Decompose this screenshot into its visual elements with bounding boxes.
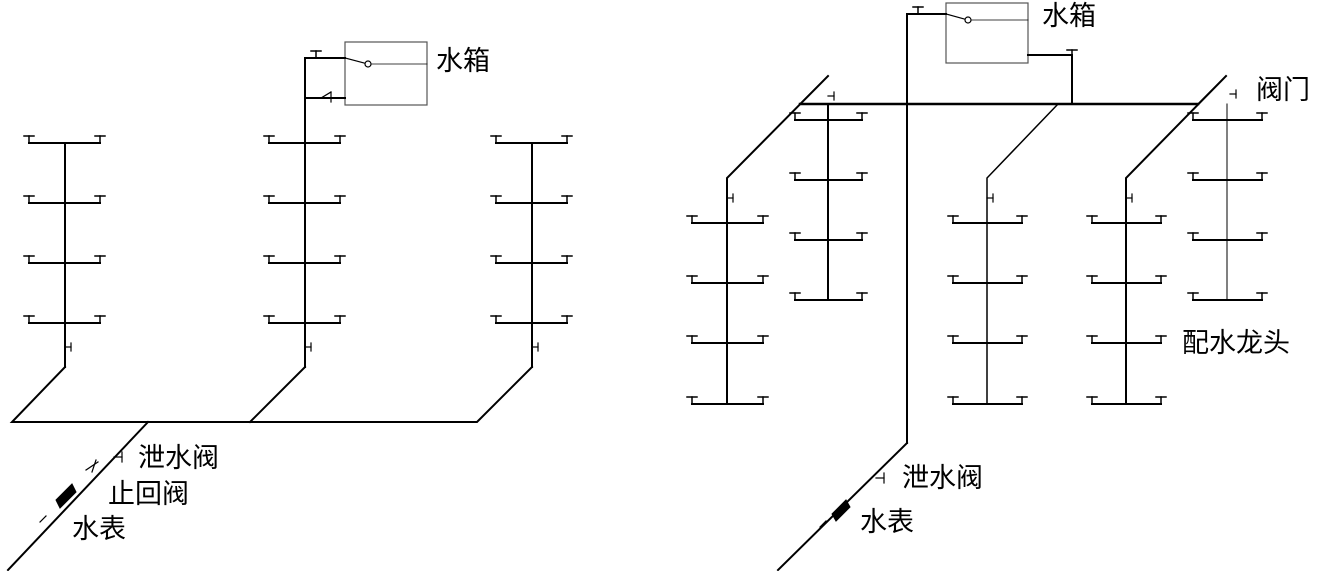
valve-icon xyxy=(827,91,835,101)
left-system-downfeed-with-tank xyxy=(6,41,573,571)
meter-valve-icon xyxy=(39,515,47,523)
branch-pipe xyxy=(490,135,573,144)
check-valve-icon xyxy=(320,91,332,99)
branch-pipe xyxy=(686,215,769,224)
left-meter-label: 水表 xyxy=(72,514,126,545)
roof-main-corner xyxy=(1196,74,1228,106)
branch-pipe xyxy=(263,315,346,324)
right-valve-label: 阀门 xyxy=(1256,75,1310,106)
float-ball xyxy=(964,16,972,24)
branch-pipe xyxy=(1086,215,1167,224)
branch-pipe xyxy=(490,315,573,324)
branch-pipe xyxy=(490,195,573,204)
tank-box xyxy=(945,2,1029,64)
valve-icon xyxy=(531,342,539,352)
branch-pipe xyxy=(947,215,1028,224)
right-tank-label: 水箱 xyxy=(1042,1,1096,32)
branch-pipe xyxy=(263,135,346,144)
main-supply-pipe xyxy=(9,365,534,423)
float-ball xyxy=(364,60,372,68)
water-meter-icon xyxy=(831,499,851,522)
branch-pipe xyxy=(947,275,1028,284)
branch-pipe xyxy=(1086,335,1167,344)
branch-pipe xyxy=(490,255,573,264)
check-valve-icon xyxy=(85,461,99,471)
branch-pipe xyxy=(1086,275,1167,284)
branch-pipe xyxy=(1187,172,1268,181)
branch-pipe xyxy=(1086,396,1167,405)
branch-pipe xyxy=(947,335,1028,344)
meter-valve-icon xyxy=(819,520,827,528)
branch-pipe xyxy=(23,255,106,264)
left-tank-label: 水箱 xyxy=(436,46,490,77)
branch-pipe xyxy=(1187,112,1268,121)
branch-pipe xyxy=(789,112,868,121)
valve-icon xyxy=(1125,193,1133,203)
branch-pipe xyxy=(947,396,1028,405)
left-drain-valve-label: 泄水阀 xyxy=(138,443,219,474)
left-check-valve-label: 止回阀 xyxy=(108,479,189,510)
check-valve-bar xyxy=(91,459,97,473)
float-arm xyxy=(945,13,969,21)
inlet-riser-pipe xyxy=(906,13,947,444)
riser-pipe xyxy=(986,102,1060,405)
branch-pipe xyxy=(23,315,106,324)
branch-pipe xyxy=(263,255,346,264)
branch-pipe xyxy=(789,172,868,181)
branch-pipe xyxy=(686,275,769,284)
branch-pipe xyxy=(686,335,769,344)
branch-pipe xyxy=(1187,292,1268,301)
right-drain-valve-label: 泄水阀 xyxy=(902,463,983,494)
float-arm xyxy=(344,57,369,65)
riser-pipe xyxy=(1125,74,1228,405)
connector-pipe xyxy=(248,365,307,424)
valve-icon xyxy=(986,193,994,203)
tank-box xyxy=(344,41,428,106)
branch-pipe xyxy=(686,396,769,405)
branch-pipe xyxy=(789,232,868,241)
valve-icon xyxy=(64,342,72,352)
water-tank-icon xyxy=(344,41,428,106)
water-tank-icon xyxy=(945,2,1029,64)
tank-outlet-pipe xyxy=(1027,54,1073,105)
branch-pipe xyxy=(789,292,868,301)
branch-pipe xyxy=(1187,232,1268,241)
valve-icon xyxy=(1229,89,1237,99)
right-faucet-label: 配水龙头 xyxy=(1182,328,1290,359)
valve-icon xyxy=(304,342,312,352)
branch-pipe xyxy=(23,135,106,144)
branch-pipe xyxy=(23,195,106,204)
inlet-pipe xyxy=(6,420,150,571)
right-meter-label: 水表 xyxy=(860,507,914,538)
valve-icon xyxy=(726,193,734,203)
right-system-zoned-supply xyxy=(686,2,1268,571)
branch-pipe xyxy=(263,195,346,204)
riser-pipe xyxy=(726,74,830,405)
water-meter-icon xyxy=(55,483,77,509)
